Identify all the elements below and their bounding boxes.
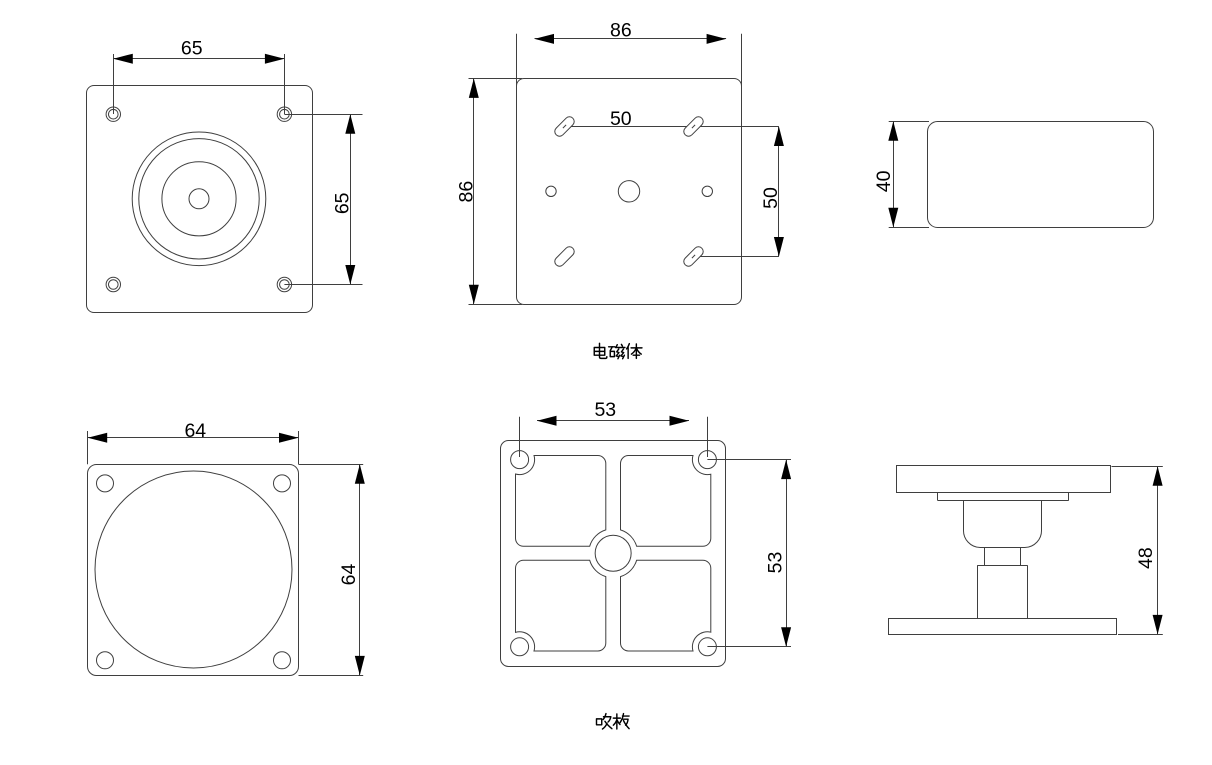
svg-text:65: 65 xyxy=(331,192,353,214)
svg-text:65: 65 xyxy=(181,37,203,59)
svg-text:64: 64 xyxy=(338,564,360,586)
svg-text:64: 64 xyxy=(184,420,206,442)
svg-text:53: 53 xyxy=(594,399,616,421)
svg-text:86: 86 xyxy=(610,20,632,42)
svg-text:53: 53 xyxy=(765,552,787,574)
svg-text:50: 50 xyxy=(610,108,632,130)
svg-text:86: 86 xyxy=(455,181,477,203)
svg-text:48: 48 xyxy=(1135,547,1157,569)
svg-text:50: 50 xyxy=(760,187,782,209)
svg-text:40: 40 xyxy=(873,170,895,192)
